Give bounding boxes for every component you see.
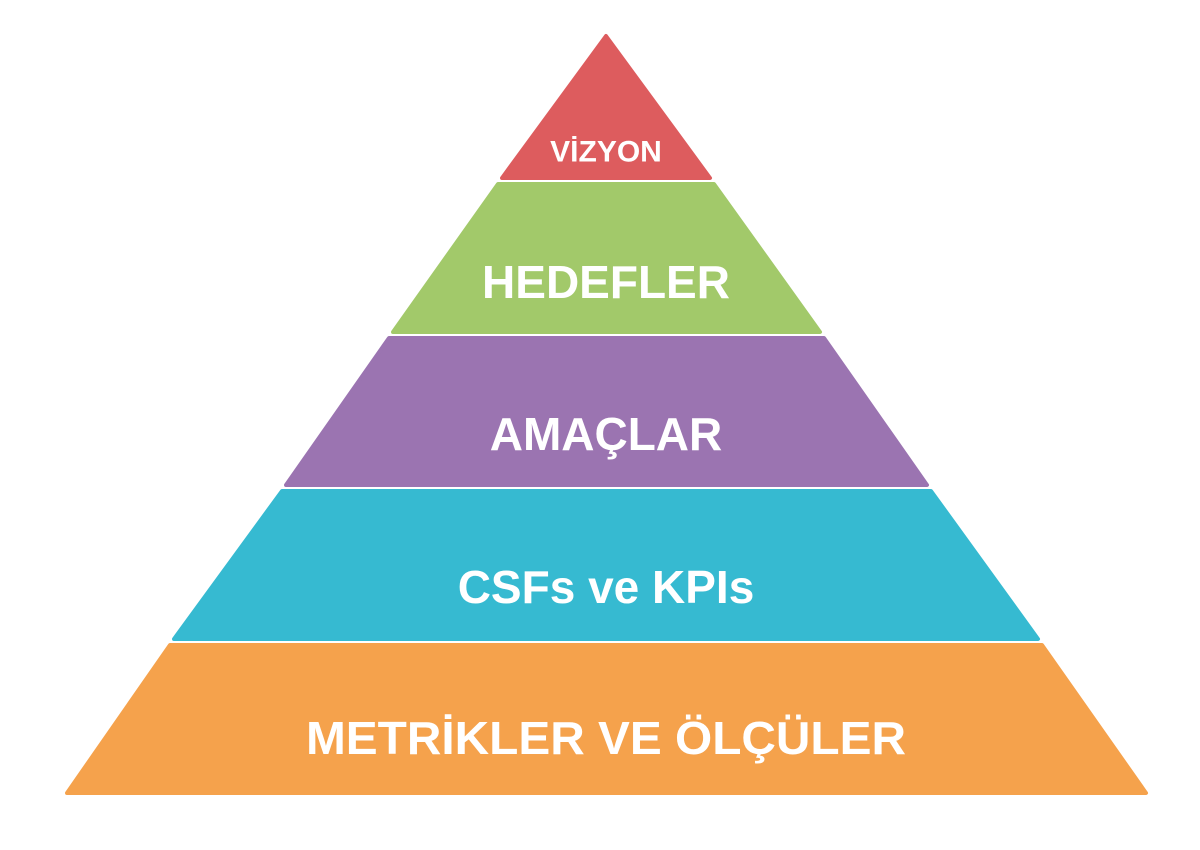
pyramid-tier-goals: HEDEFLER — [391, 182, 822, 334]
tier-label-metrics: METRİKLER VE ÖLÇÜLER — [306, 712, 906, 764]
tier-shape-metrics — [65, 643, 1148, 795]
pyramid-tier-objectives: AMAÇLAR — [284, 336, 929, 487]
tier-shape-goals — [391, 182, 822, 334]
tier-shape-objectives — [284, 336, 929, 487]
tier-label-csfs-kpis: CSFs ve KPIs — [458, 561, 755, 613]
pyramid-tier-csfs-kpis: CSFs ve KPIs — [172, 489, 1040, 641]
tier-label-objectives: AMAÇLAR — [490, 408, 723, 460]
tier-label-goals: HEDEFLER — [482, 256, 730, 308]
tier-shape-vision — [500, 34, 712, 180]
pyramid-tier-metrics: METRİKLER VE ÖLÇÜLER — [65, 643, 1148, 795]
tier-shape-csfs-kpis — [172, 489, 1040, 641]
pyramid-tier-vision: VİZYON — [500, 34, 712, 180]
tier-label-vision: VİZYON — [550, 136, 662, 169]
